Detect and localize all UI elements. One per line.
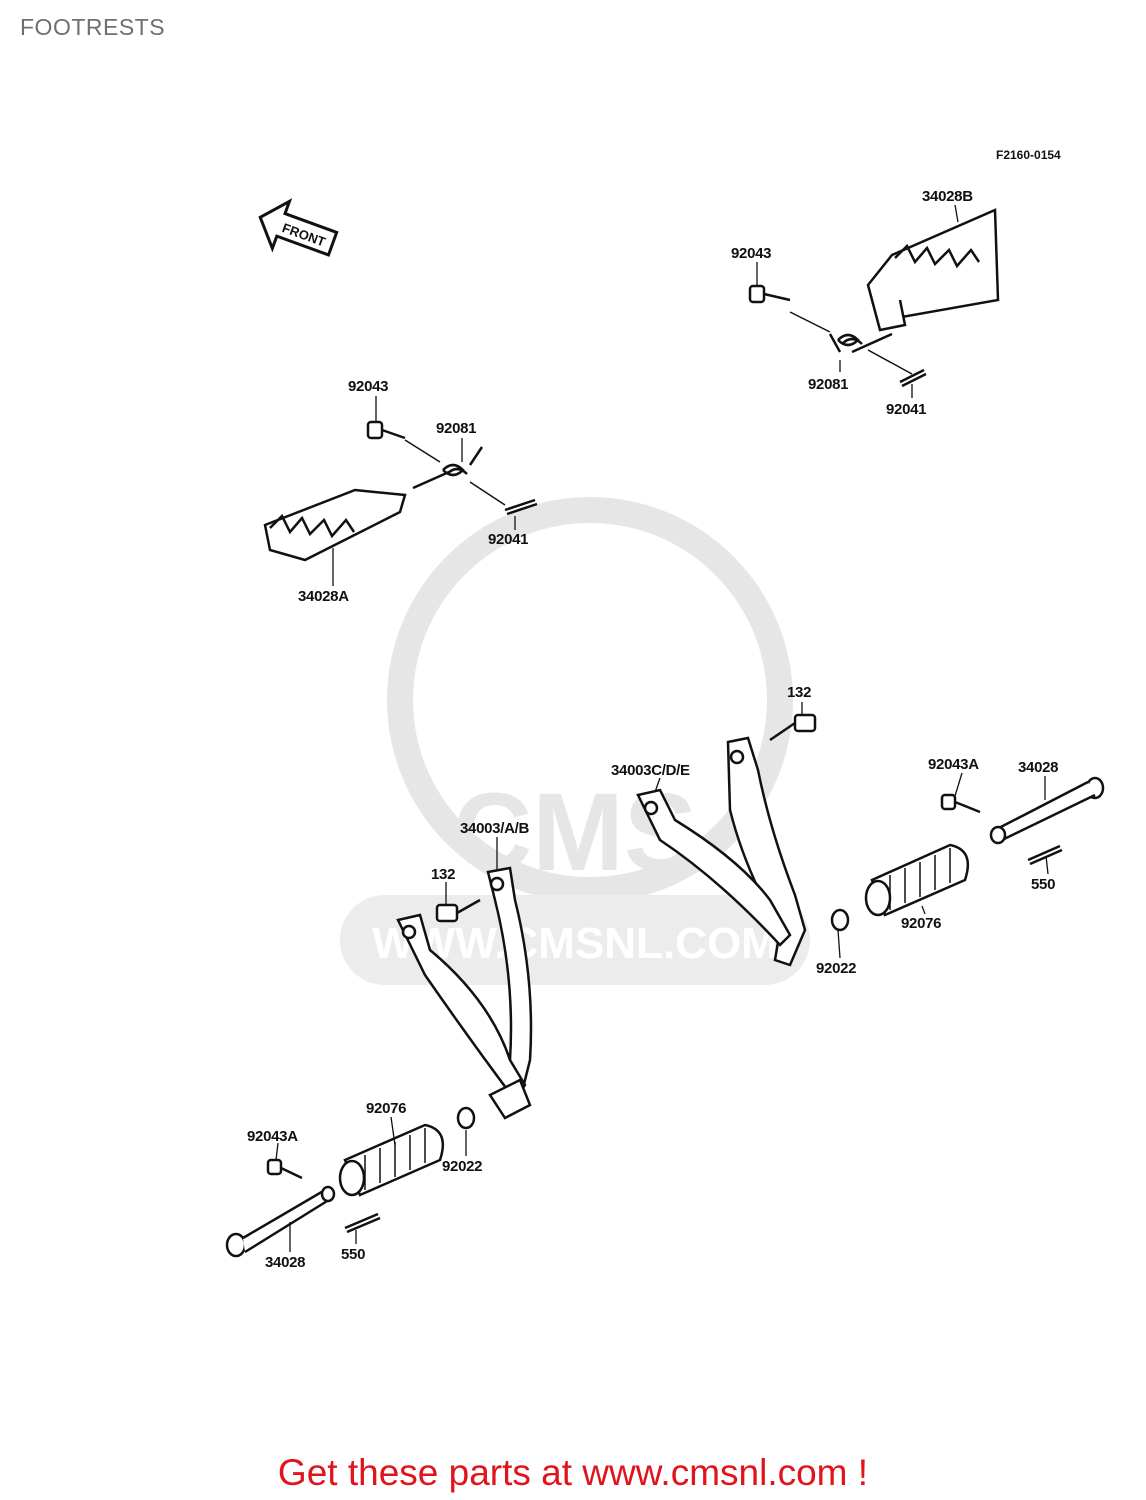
- part-label-34003cde: 34003C/D/E: [611, 762, 690, 779]
- part-label-92041-right: 92041: [886, 401, 927, 418]
- part-label-92076-left: 92076: [366, 1100, 407, 1117]
- part-label-132-right: 132: [787, 684, 812, 701]
- spring-92081-left: [412, 446, 484, 490]
- part-label-92081-left: 92081: [436, 420, 477, 437]
- footpeg-rubber-92076-right: [864, 843, 970, 917]
- leader-lines: [275, 204, 1049, 1252]
- part-label-34003ab: 34003/A/B: [460, 820, 530, 837]
- page-title: FOOTRESTS: [20, 14, 166, 40]
- washer-92022-left: [456, 1106, 476, 1130]
- bolt-92043a-left: [266, 1158, 303, 1180]
- part-label-132-left: 132: [431, 866, 456, 883]
- bolt-92043a-right: [940, 793, 981, 814]
- part-label-34028a: 34028A: [298, 588, 349, 605]
- footpeg-right-34028b: [866, 208, 1000, 332]
- spring-92081-right: [828, 332, 893, 354]
- part-label-92022-left: 92022: [442, 1158, 483, 1175]
- part-label-34028-left: 34028: [265, 1254, 306, 1271]
- bolt-92043-left: [366, 420, 406, 440]
- part-label-92043-left: 92043: [348, 378, 389, 395]
- part-label-92043a-left: 92043A: [247, 1128, 298, 1145]
- part-label-92043a-right: 92043A: [928, 756, 979, 773]
- part-label-92081-right: 92081: [808, 376, 849, 393]
- part-label-92043-right: 92043: [731, 245, 772, 262]
- cotter-pin-550-right: [1027, 844, 1063, 866]
- part-label-550-right: 550: [1031, 876, 1056, 893]
- pin-34028-right: [989, 776, 1105, 845]
- bracket-34003cde: [636, 736, 807, 967]
- part-label-34028-right: 34028: [1018, 759, 1059, 776]
- cotter-pin-550-left: [344, 1212, 381, 1234]
- washer-92022-right: [830, 908, 850, 932]
- bolt-132-left: [435, 898, 481, 923]
- part-label-550-left: 550: [341, 1246, 366, 1263]
- bracket-34003ab: [396, 866, 533, 1120]
- part-label-92041-left: 92041: [488, 531, 529, 548]
- footpeg-rubber-92076-left: [338, 1123, 445, 1197]
- pin-34028-left: [225, 1185, 336, 1258]
- part-label-92076-right: 92076: [901, 915, 942, 932]
- part-label-92022-right: 92022: [816, 960, 857, 977]
- footer-banner[interactable]: Get these parts at www.cmsnl.com !: [277, 1452, 869, 1493]
- bolt-132-right: [769, 713, 817, 742]
- front-arrow-icon: FRONT: [258, 198, 339, 257]
- bolt-92043-right: [748, 284, 791, 304]
- cotter-pin-92041-right: [899, 368, 927, 388]
- part-label-34028b: 34028B: [922, 188, 973, 205]
- footpeg-left-34028a: [263, 488, 407, 562]
- cotter-pin-92041-left: [504, 498, 538, 516]
- figure-code: F2160-0154: [996, 148, 1061, 162]
